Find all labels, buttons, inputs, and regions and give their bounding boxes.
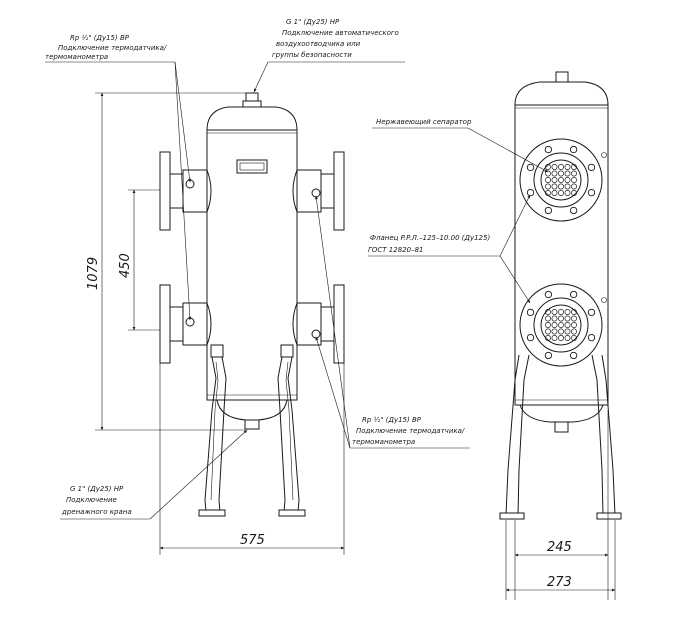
note-separator: Нержавеющий сепаратор: [376, 118, 472, 126]
separator-mesh-cell: [545, 190, 551, 196]
side-view: [499, 71, 622, 520]
bolt-hole: [544, 206, 553, 215]
note-bottom-left-line-1: G 1" (Ду25) НР: [70, 485, 124, 493]
separator-mesh-cell: [564, 170, 571, 177]
separator-mesh-cell: [564, 322, 571, 328]
separator-mesh-cell: [571, 190, 577, 196]
separator-mesh-cell: [571, 315, 577, 322]
separator-mesh-cell: [564, 164, 571, 170]
bolt-hole: [526, 163, 535, 172]
separator-mesh-cell: [558, 328, 564, 335]
separator-mesh-cell: [571, 177, 577, 183]
bolt-hole: [569, 290, 578, 299]
separator-mesh-cell: [545, 177, 551, 183]
dimension-width-side-inner: 245: [547, 540, 572, 555]
separator-mesh-cell: [558, 183, 564, 190]
note-top-mid-line-4: группы безопасности: [272, 51, 352, 59]
note-top-mid-line-2: Подключение автоматического: [282, 29, 399, 37]
separator-mesh-cell: [551, 335, 558, 341]
note-flange-line-2: ГОСТ 12820–81: [368, 246, 423, 254]
note-top-left-line-2: Подключение термодатчика/: [58, 44, 167, 52]
note-flange-line-1: Фланец P.P.Л.–125–10.00 (Ду125): [370, 234, 490, 242]
separator-mesh-cell: [551, 309, 558, 315]
separator-mesh-cell: [551, 177, 558, 183]
bolt-hole: [526, 188, 535, 197]
separator-mesh-cell: [545, 183, 551, 190]
bolt-hole: [569, 351, 578, 360]
separator-mesh-cell: [564, 183, 571, 190]
separator-mesh-cell: [564, 190, 571, 196]
separator-mesh-cell: [551, 190, 558, 196]
separator-mesh-cell: [558, 164, 564, 170]
separator-mesh-cell: [551, 183, 558, 190]
separator-mesh-cell: [571, 335, 577, 341]
dimension-height: 1079: [86, 257, 101, 290]
separator-mesh-cell: [545, 328, 551, 335]
separator-mesh-cell: [545, 335, 551, 341]
bolt-hole: [569, 206, 578, 215]
note-bottom-left-line-2: Подключение: [66, 496, 117, 504]
dimension-width-side-outer: 273: [547, 575, 572, 590]
separator-mesh-cell: [558, 170, 564, 177]
bolt-hole: [569, 145, 578, 154]
separator-mesh-cell: [551, 170, 558, 177]
note-bottom-right-line-3: термоманометра: [352, 438, 415, 446]
separator-mesh-cell: [551, 328, 558, 335]
front-view: [159, 92, 345, 517]
separator-mesh-cell: [545, 322, 551, 328]
bolt-hole: [526, 308, 535, 317]
separator-mesh-cell: [545, 315, 551, 322]
dimension-width-front: 575: [240, 533, 265, 548]
dimension-spacing: 450: [118, 253, 133, 278]
separator-mesh-cell: [551, 322, 558, 328]
separator-mesh-cell: [564, 328, 571, 335]
separator-mesh-cell: [564, 177, 571, 183]
separator-mesh-cell: [545, 309, 551, 315]
dimension-values: 1079 450 575 245 273: [86, 253, 572, 590]
separator-mesh-cell: [571, 328, 577, 335]
flange-details: [526, 145, 596, 360]
bolt-hole: [587, 308, 596, 317]
bolt-hole: [544, 351, 553, 360]
bolt-hole: [544, 290, 553, 299]
separator-mesh-cell: [551, 164, 558, 170]
bolt-hole: [587, 188, 596, 197]
separator-mesh-cell: [558, 315, 564, 322]
bolt-hole: [544, 145, 553, 154]
separator-mesh-cell: [564, 335, 571, 341]
separator-mesh-cell: [558, 309, 564, 315]
separator-mesh-cell: [571, 164, 577, 170]
separator-mesh-cell: [571, 322, 577, 328]
note-bottom-left-line-3: дренажного крана: [61, 508, 132, 516]
annotations: Rp ½" (Ду15) ВР Подключение термодатчика…: [45, 18, 490, 516]
separator-mesh-cell: [571, 309, 577, 315]
note-top-left-line-1: Rp ½" (Ду15) ВР: [70, 34, 130, 42]
note-top-mid-line-1: G 1" (Ду25) НР: [286, 18, 340, 26]
bolt-hole: [587, 333, 596, 342]
separator-mesh-cell: [558, 190, 564, 196]
note-top-left-line-3: термоманометра: [45, 53, 108, 61]
note-bottom-right-line-2: Подключение термодатчика/: [356, 427, 465, 435]
separator-mesh-cell: [558, 335, 564, 341]
dimension-lines: [95, 92, 616, 600]
separator-mesh-cell: [571, 183, 577, 190]
note-top-mid-line-3: воздухоотводчика или: [276, 40, 361, 48]
separator-mesh-cell: [551, 315, 558, 322]
separator-mesh-cell: [564, 309, 571, 315]
separator-mesh-cell: [571, 170, 577, 177]
separator-mesh-cell: [558, 322, 564, 328]
leader-lines: [45, 61, 549, 520]
note-bottom-right-line-1: Rp ½" (Ду15) ВР: [362, 416, 422, 424]
separator-mesh-cell: [558, 177, 564, 183]
bolt-hole: [526, 333, 535, 342]
bolt-hole: [587, 163, 596, 172]
separator-mesh-cell: [564, 315, 571, 322]
